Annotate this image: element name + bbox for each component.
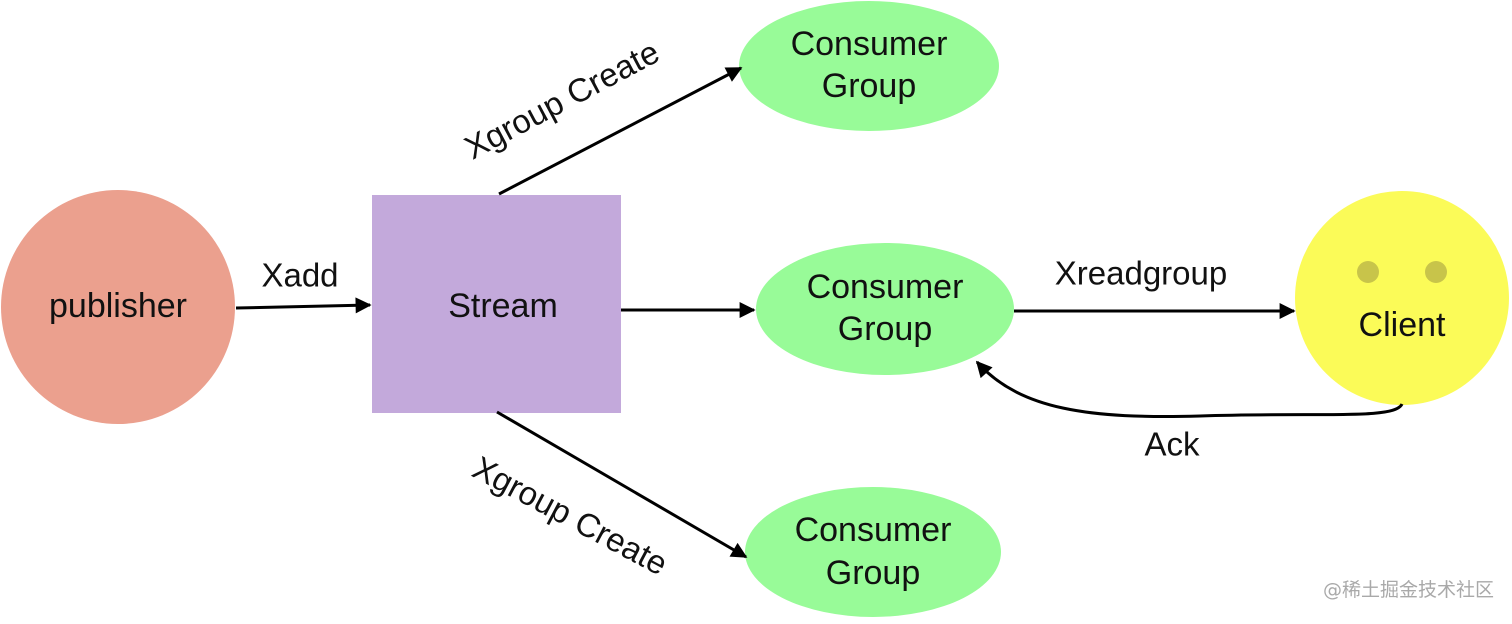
consumer-group-top-label-line1: Consumer <box>791 25 948 63</box>
client-node: Client <box>1295 191 1509 405</box>
edge-xreadgroup: Xreadgroup <box>1014 255 1296 319</box>
publisher-label: publisher <box>49 287 187 325</box>
xadd-arrow <box>235 297 372 314</box>
xgroup-create-top-label: Xgroup Create <box>458 33 665 166</box>
ack-label: Ack <box>1144 426 1200 463</box>
consumer-group-bottom-ellipse <box>745 487 1001 617</box>
edge-xgroup-create-bottom: Xgroup Create <box>467 410 748 582</box>
ack-arrow <box>975 360 1404 419</box>
left-eye-icon <box>1357 261 1379 283</box>
xgroup-create-bottom-label: Xgroup Create <box>467 449 674 582</box>
consumer-group-bottom-label-line1: Consumer <box>795 511 952 549</box>
edge-xgroup-create-top: Xgroup Create <box>458 33 743 196</box>
xgroup-create-top-arrow <box>498 66 743 196</box>
consumer-group-top-node: Consumer Group <box>739 1 999 131</box>
client-circle <box>1295 191 1509 405</box>
consumer-group-top-ellipse <box>739 1 999 131</box>
edge-xadd: Xadd <box>235 257 372 314</box>
consumer-group-middle-node: Consumer Group <box>756 243 1014 375</box>
publisher-node: publisher <box>1 190 235 424</box>
stream-label: Stream <box>448 287 558 325</box>
consumer-group-middle-label-line2: Group <box>838 310 933 348</box>
xadd-label: Xadd <box>261 257 338 294</box>
consumer-group-bottom-label-line2: Group <box>826 554 921 592</box>
edge-ack: Ack <box>975 360 1404 463</box>
stream-node: Stream <box>372 195 621 413</box>
publisher-circle <box>1 190 235 424</box>
consumer-group-bottom-node: Consumer Group <box>745 487 1001 617</box>
consumer-group-middle-ellipse <box>756 243 1014 375</box>
xreadgroup-label: Xreadgroup <box>1055 255 1227 292</box>
right-eye-icon <box>1425 261 1447 283</box>
smiley-face-icon <box>1357 261 1447 283</box>
xgroup-create-bottom-arrow <box>496 410 748 559</box>
consumer-group-top-label-line2: Group <box>822 67 917 105</box>
client-label: Client <box>1359 306 1446 344</box>
watermark-text: @稀土掘金技术社区 <box>1323 579 1494 601</box>
stream-box <box>372 195 621 413</box>
consumer-group-middle-label-line1: Consumer <box>807 268 964 306</box>
